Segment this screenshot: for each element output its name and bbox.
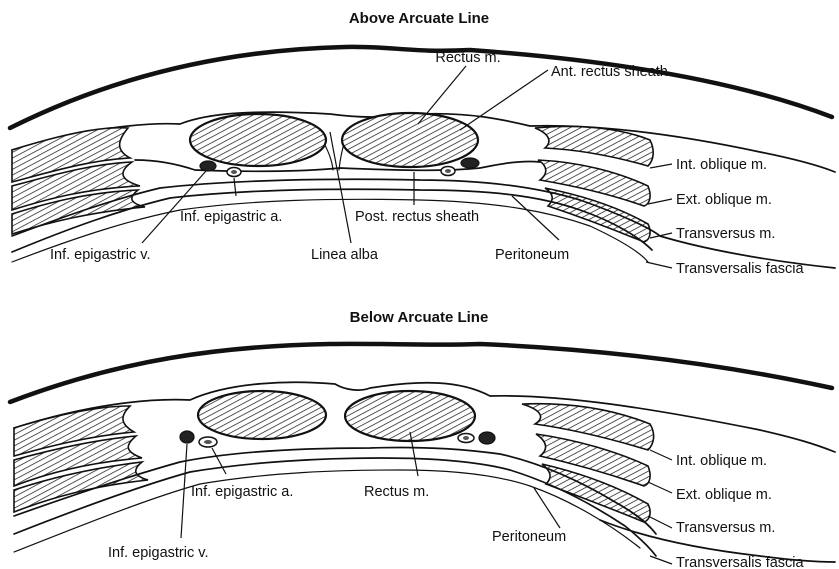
right-muscle-band-1 (535, 127, 653, 167)
label-transversalis-fascia: Transversalis fascia (676, 555, 805, 569)
rectus-muscle-left (198, 391, 326, 439)
label-transversus: Transversus m. (676, 520, 775, 536)
label-anterior-rectus-sheath: Ant. rectus sheath (551, 64, 668, 80)
artery-lumen (445, 169, 451, 173)
label-inferior-epigastric-artery: Inf. epigastric a. (191, 484, 293, 500)
inferior-epigastric-vein-right (479, 432, 495, 444)
panel-title: Below Arcuate Line (350, 309, 489, 326)
label-inferior-epigastric-vein: Inf. epigastric v. (50, 247, 150, 263)
inferior-epigastric-vein-left (200, 161, 216, 171)
label-linea-alba: Linea alba (311, 247, 379, 263)
label-transversus: Transversus m. (676, 226, 775, 242)
rectus-muscle-left (190, 114, 326, 166)
label-peritoneum: Peritoneum (492, 529, 566, 545)
label-rectus-muscle: Rectus m. (435, 50, 500, 66)
artery-lumen (204, 440, 212, 444)
panel-below-arcuate-line: Below Arcuate Line (10, 309, 835, 569)
label-inferior-epigastric-artery: Inf. epigastric a. (180, 209, 282, 225)
label-transversalis-fascia: Transversalis fascia (676, 261, 805, 277)
artery-lumen (463, 436, 469, 440)
panel-above-arcuate-line: Above Arcuate Line (10, 10, 835, 277)
label-rectus-muscle: Rectus m. (364, 484, 429, 500)
label-posterior-rectus-sheath: Post. rectus sheath (355, 209, 479, 225)
rectus-muscle-right (342, 113, 478, 167)
label-internal-oblique: Int. oblique m. (676, 157, 767, 173)
label-peritoneum: Peritoneum (495, 247, 569, 263)
label-inferior-epigastric-vein: Inf. epigastric v. (108, 545, 208, 561)
inferior-epigastric-vein-right (461, 158, 479, 168)
label-external-oblique: Ext. oblique m. (676, 192, 772, 208)
label-external-oblique: Ext. oblique m. (676, 487, 772, 503)
right-muscle-band-1 (522, 404, 654, 450)
artery-lumen (231, 170, 237, 174)
panel-title: Above Arcuate Line (349, 10, 489, 27)
inferior-epigastric-vein-left (180, 431, 194, 443)
label-internal-oblique: Int. oblique m. (676, 453, 767, 469)
